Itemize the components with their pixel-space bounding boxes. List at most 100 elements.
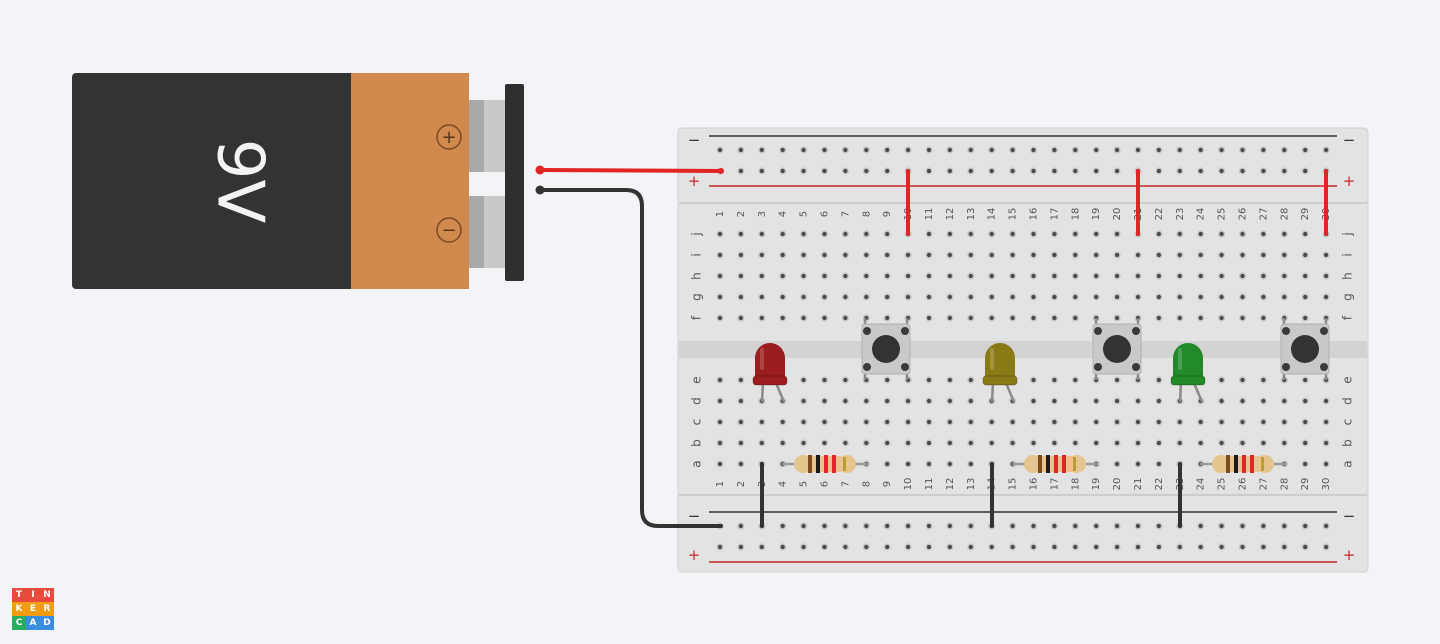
- breadboard-hole-center: [864, 273, 869, 279]
- wire-endpoint[interactable]: [535, 185, 545, 195]
- column-label: 19: [1091, 478, 1102, 491]
- breadboard-hole-center: [1052, 231, 1057, 237]
- row-label: i: [690, 253, 704, 256]
- breadboard-hole-center: [1135, 461, 1141, 467]
- breadboard-hole-center: [1010, 252, 1015, 258]
- battery-negative-wire[interactable]: [542, 188, 723, 528]
- battery-9v[interactable]: 9V + −: [72, 73, 524, 289]
- breadboard-hole-center: [1303, 461, 1308, 467]
- breadboard-hole-center: [759, 419, 764, 425]
- breadboard-hole-center: [1261, 147, 1266, 153]
- battery-positive-wire[interactable]: [542, 168, 723, 173]
- breadboard-hole-center: [1324, 252, 1329, 258]
- column-label: 30: [1321, 478, 1332, 491]
- breadboard-hole-center: [1052, 252, 1057, 258]
- breadboard-hole-center: [1219, 523, 1224, 529]
- breadboard-hole-center: [1156, 377, 1161, 383]
- resistor[interactable]: [1200, 455, 1286, 473]
- leds[interactable]: [752, 343, 1206, 403]
- breadboard-hole-center: [1177, 273, 1182, 279]
- breadboard-hole-center: [989, 273, 994, 279]
- breadboard-hole-center: [780, 294, 785, 300]
- led-body: [1173, 343, 1203, 384]
- resistors[interactable]: [782, 455, 1286, 473]
- wire-endpoint[interactable]: [535, 165, 545, 175]
- button-pin: [901, 363, 909, 371]
- led-leg: [990, 382, 995, 403]
- breadboard-hole-center: [1031, 294, 1036, 300]
- breadboard-hole-center: [1240, 273, 1245, 279]
- terminal-highlight: [484, 196, 505, 268]
- breadboard-hole-center: [1073, 273, 1078, 279]
- column-label: 28: [1279, 478, 1290, 491]
- breadboard-hole-center: [1198, 294, 1203, 300]
- breadboard-hole-center: [1073, 544, 1078, 550]
- breadboard-hole-center: [1324, 398, 1329, 404]
- button-cap: [1103, 335, 1131, 363]
- button-pin: [863, 327, 871, 335]
- resistor[interactable]: [1012, 455, 1098, 473]
- breadboard-hole-center: [1094, 398, 1099, 404]
- breadboard-hole-center: [885, 168, 890, 174]
- breadboard-hole-center: [738, 231, 744, 237]
- breadboard-hole-center: [968, 398, 973, 404]
- breadboard-hole-center: [885, 231, 890, 237]
- led-body: [755, 343, 785, 384]
- breadboard-hole-center: [1115, 461, 1120, 467]
- breadboard-hole-center: [1094, 544, 1099, 550]
- breadboard-hole-center: [780, 315, 785, 321]
- button-pin: [1320, 327, 1328, 335]
- breadboard-hole-center: [1324, 523, 1329, 529]
- row-label: g: [690, 293, 704, 301]
- breadboard-hole-center: [1073, 377, 1078, 383]
- button-cap: [1291, 335, 1319, 363]
- breadboard-hole-center: [1052, 398, 1057, 404]
- breadboard-hole-center: [759, 147, 764, 153]
- breadboard-hole-center: [885, 273, 890, 279]
- led-highlight: [760, 348, 764, 370]
- breadboard-hole-center: [759, 252, 764, 258]
- column-label: 13: [966, 208, 977, 221]
- button-pin: [901, 327, 909, 335]
- breadboard-hole-center: [1115, 377, 1120, 383]
- column-label: 27: [1258, 208, 1269, 221]
- led-red[interactable]: [752, 343, 788, 403]
- row-label: g: [1341, 293, 1355, 301]
- led-yellow[interactable]: [982, 343, 1018, 403]
- breadboard-hole-center: [780, 147, 785, 153]
- resistor-band: [1242, 455, 1246, 473]
- resistor[interactable]: [782, 455, 868, 473]
- breadboard-hole-center: [1261, 315, 1266, 321]
- column-label: 24: [1196, 478, 1207, 491]
- led-highlight: [990, 348, 994, 370]
- breadboard-hole-center: [1219, 147, 1224, 153]
- breadboard-hole-center: [1261, 273, 1266, 279]
- resistor-band: [824, 455, 828, 473]
- push-buttons[interactable]: [861, 318, 1330, 380]
- breadboard-hole-center: [1240, 398, 1245, 404]
- column-label: 16: [1029, 208, 1040, 221]
- push-button[interactable]: [1092, 318, 1142, 380]
- breadboard-hole-center: [1240, 419, 1245, 425]
- breadboard-hole-center: [1135, 294, 1141, 300]
- breadboard-hole-center: [822, 419, 827, 425]
- push-button[interactable]: [1280, 318, 1330, 380]
- breadboard-hole-center: [885, 315, 890, 321]
- wires[interactable]: [535, 165, 1328, 528]
- breadboard-hole-center: [1324, 461, 1329, 467]
- breadboard-hole-center: [1303, 544, 1308, 550]
- wire-endpoint[interactable]: [718, 168, 724, 174]
- breadboard-hole-center: [1219, 377, 1224, 383]
- breadboard-hole-center: [1094, 523, 1099, 529]
- led-green[interactable]: [1170, 343, 1206, 403]
- led-highlight: [1178, 348, 1182, 370]
- push-button[interactable]: [861, 318, 911, 380]
- column-label: 17: [1049, 478, 1060, 491]
- battery-minus-symbol: −: [441, 220, 456, 241]
- breadboard-hole-center: [1198, 544, 1203, 550]
- breadboard-hole-center: [1261, 419, 1266, 425]
- breadboard-hole-center: [843, 523, 848, 529]
- breadboard-hole-center: [1052, 273, 1057, 279]
- breadboard-hole-center: [801, 252, 806, 258]
